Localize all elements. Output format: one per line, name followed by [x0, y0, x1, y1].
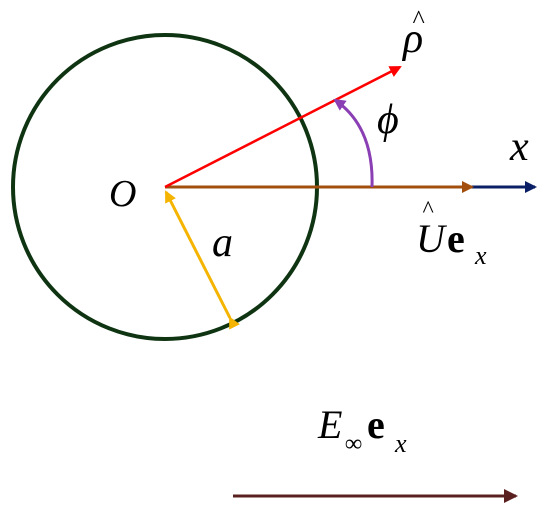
velocity-symbol: U	[416, 216, 448, 261]
radial-direction-arrow	[164, 65, 402, 189]
radius-arrow	[164, 190, 240, 330]
x-axis-label: x	[509, 124, 529, 170]
velocity-subscript: x	[474, 241, 487, 270]
origin-label: O	[109, 173, 136, 215]
field-symbol: E	[317, 402, 342, 447]
velocity-hat: ^	[422, 197, 434, 223]
angle-arc	[333, 98, 374, 188]
radius-label: a	[212, 220, 233, 266]
radial-unit-hat: ^	[412, 5, 425, 34]
field-subscript: ∞	[345, 431, 362, 457]
velocity-vector-symbol: e	[447, 216, 465, 261]
field-vector-subscript: x	[394, 429, 407, 458]
angle-label: ϕ	[377, 97, 399, 143]
radial-unit-label: ρ	[401, 16, 423, 62]
field-vector-symbol: e	[367, 402, 385, 447]
